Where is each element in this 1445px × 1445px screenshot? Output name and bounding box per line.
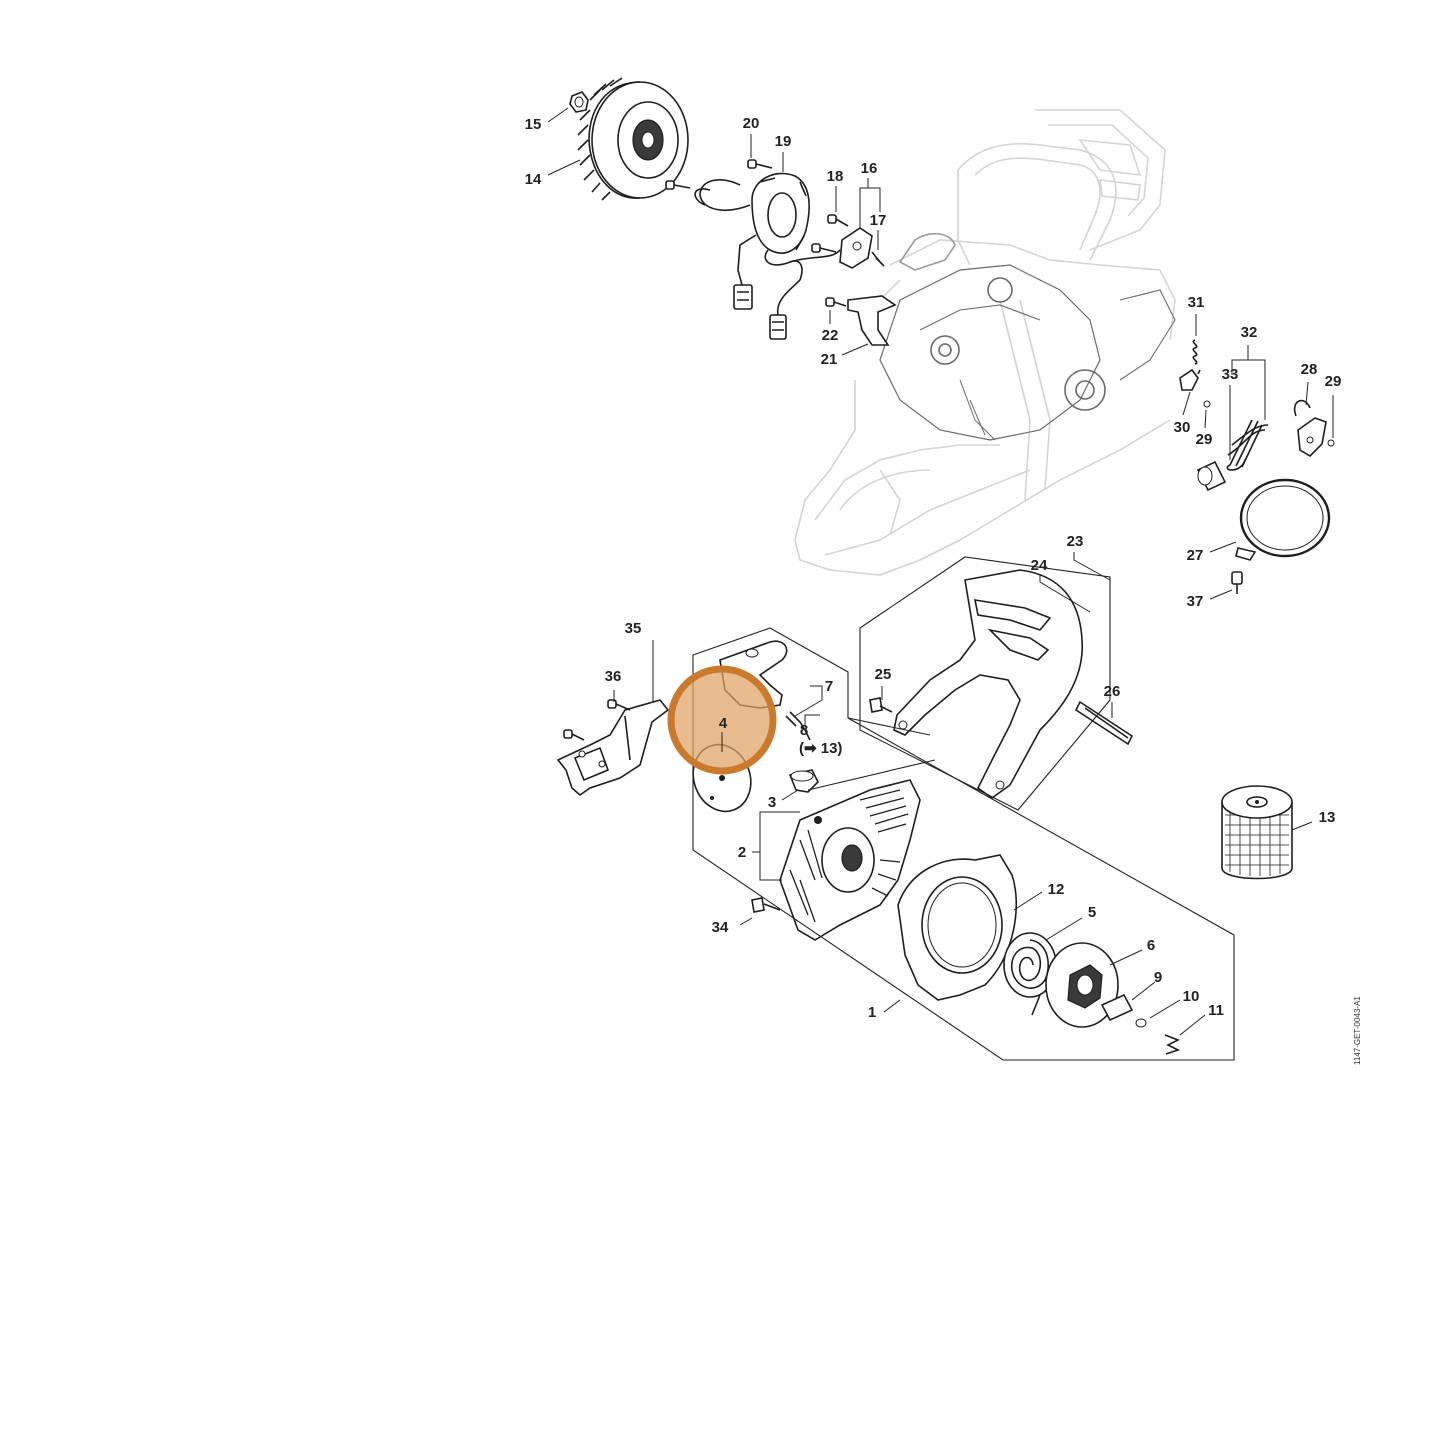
callout-5: 5: [1088, 904, 1096, 921]
callout-21: 21: [821, 351, 838, 368]
ignition-screws: [665, 159, 773, 190]
callout-34: 34: [712, 919, 729, 936]
starter-cover: [897, 854, 1018, 1001]
callout-23: 23: [1067, 533, 1084, 550]
callout-35: 35: [625, 620, 642, 637]
callout-36: 36: [605, 668, 622, 685]
leader-lines: [547, 107, 1334, 1036]
callout-2: 2: [738, 844, 746, 861]
callout-11: 11: [1208, 1002, 1224, 1019]
callout-16: 16: [861, 160, 878, 177]
drawing-code: 1147-GET-0043-A1: [1353, 996, 1362, 1065]
hand-guard-group-frame: [859, 556, 1111, 811]
callout-28: 28: [1301, 361, 1318, 378]
callout-14: 14: [525, 171, 542, 188]
starter-guard-link: [847, 717, 931, 736]
callout-29-right: 29: [1325, 373, 1342, 390]
fan-housing: [779, 779, 921, 941]
flywheel-nut: [569, 91, 589, 113]
chainsaw-body-ghost: [794, 109, 1176, 576]
callout-31: 31: [1188, 294, 1205, 311]
callout-18: 18: [827, 168, 844, 185]
rope-guide-bushing: [788, 769, 819, 793]
callout-25: 25: [875, 666, 892, 683]
callout-32: 32: [1241, 324, 1258, 341]
callout-30: 30: [1174, 419, 1191, 436]
callout-17: 17: [870, 212, 887, 229]
rope-spool: [1221, 785, 1293, 880]
callout-37: 37: [1187, 593, 1204, 610]
callout-12: 12: [1048, 881, 1065, 898]
callout-29-left: 29: [1196, 431, 1213, 448]
callout-9: 9: [1154, 969, 1162, 986]
chain-catcher-bracket: [556, 699, 670, 797]
rope-rotor: [1045, 942, 1119, 1028]
callout-27: 27: [1187, 547, 1204, 564]
stop-lever: [825, 295, 897, 346]
callout-6: 6: [1147, 937, 1155, 954]
starter-group-frame: [692, 627, 1235, 1061]
callout-22: 22: [822, 327, 839, 344]
reference-note: (➡ 13): [799, 740, 842, 757]
callout-33: 33: [1222, 366, 1239, 383]
starter-cover-screw: [751, 897, 781, 913]
callout-15: 15: [525, 116, 542, 133]
hand-guard: [869, 569, 1134, 799]
callout-20: 20: [743, 115, 760, 132]
callout-labels: 1 2 3 4 5 6 7 8 (➡ 13) 9 10 11 12 13 14 …: [525, 115, 1342, 1021]
callout-10: 10: [1183, 988, 1200, 1005]
callout-1: 1: [868, 1004, 876, 1021]
callout-8: 8: [800, 722, 808, 739]
ignition-module: [694, 172, 841, 340]
callout-4: 4: [719, 715, 728, 732]
callout-13: 13: [1319, 809, 1336, 826]
callout-26: 26: [1104, 683, 1121, 700]
flywheel: [577, 77, 689, 201]
starter-cover-link: [807, 759, 936, 791]
callout-24: 24: [1031, 557, 1048, 574]
pawl-parts: [1100, 993, 1181, 1055]
callout-7: 7: [825, 678, 833, 695]
callout-3: 3: [768, 794, 776, 811]
highlight-circle: [667, 665, 777, 775]
callout-19: 19: [775, 133, 792, 150]
brake-spring-parts: [1179, 339, 1335, 594]
